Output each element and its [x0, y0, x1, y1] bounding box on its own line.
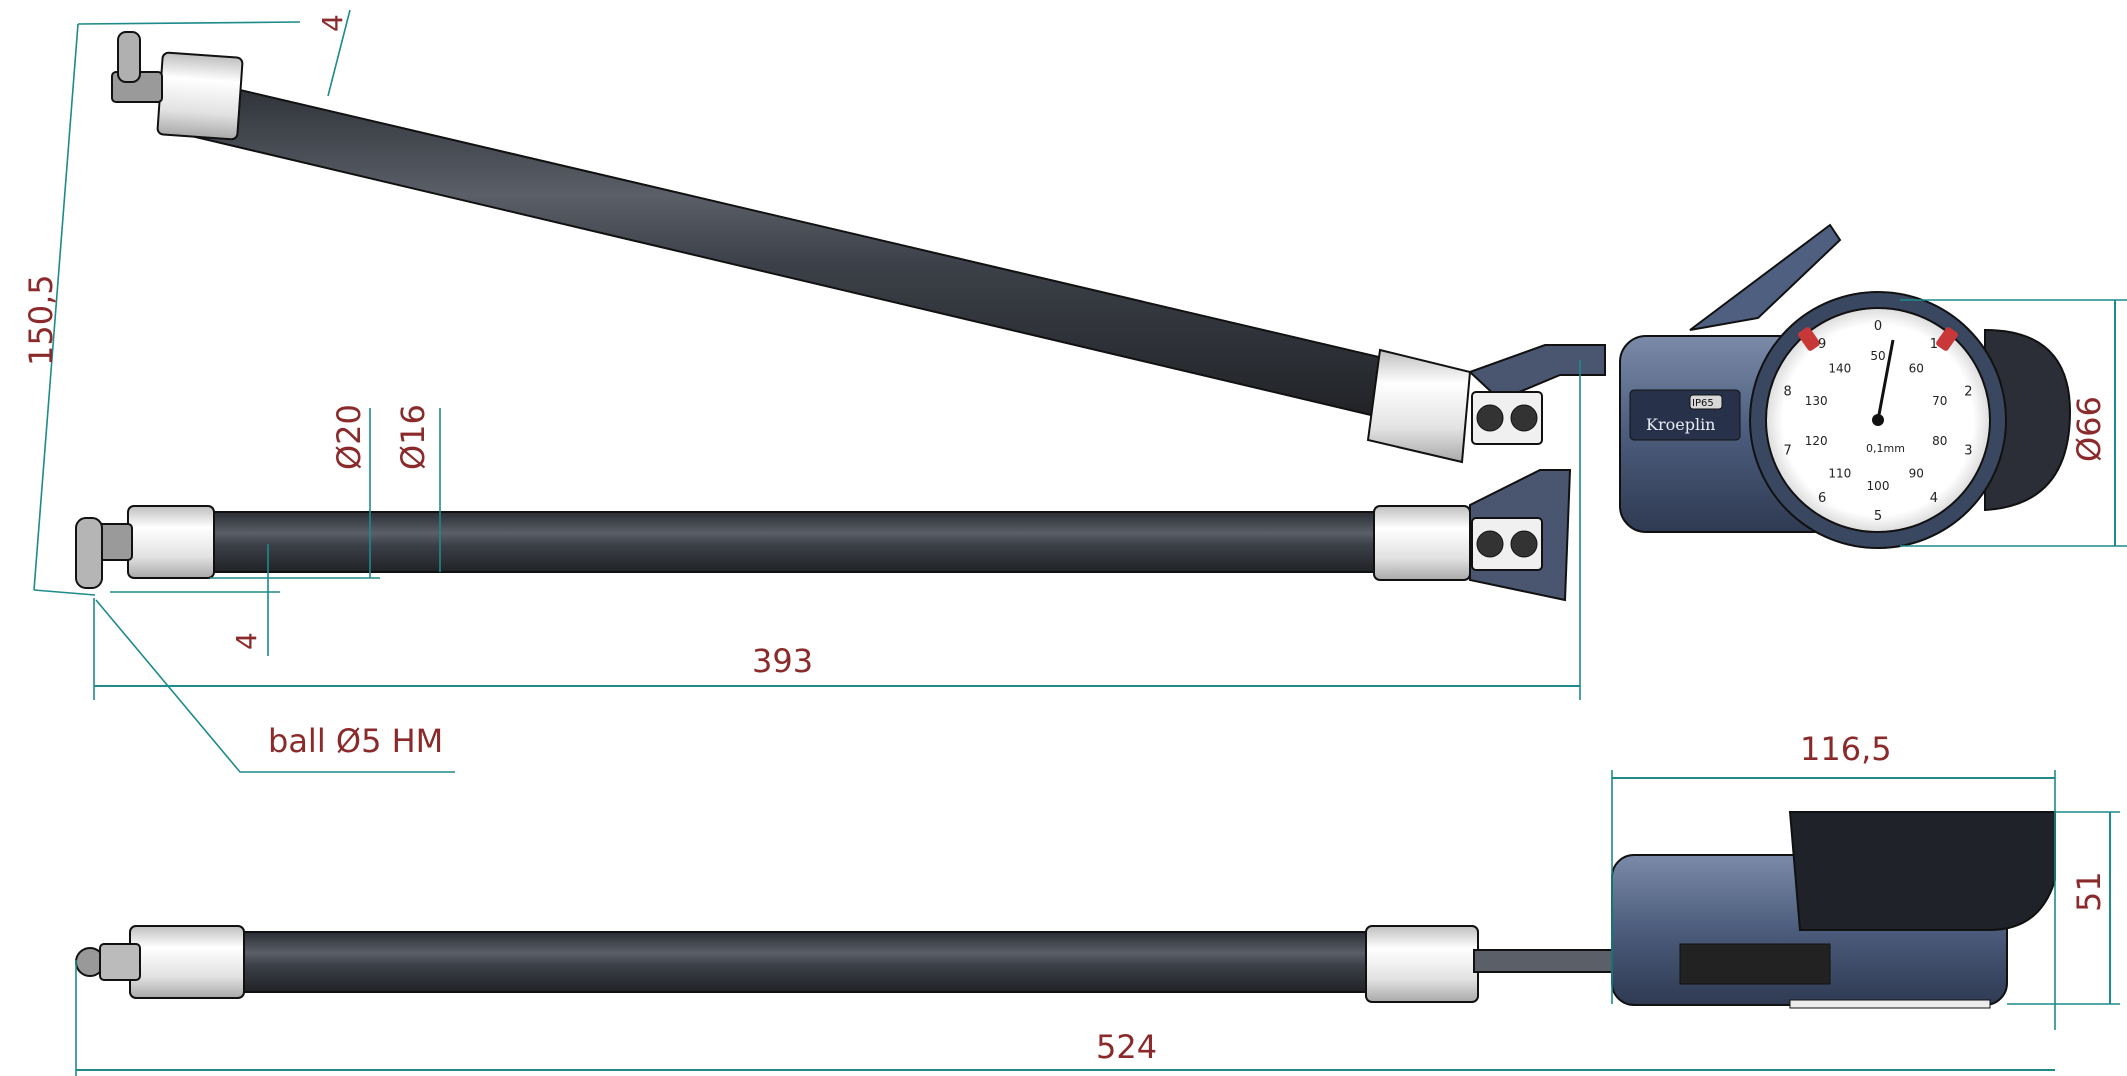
dial-brand: Kroeplin [1646, 415, 1715, 434]
arm-brackets [1468, 344, 1606, 602]
dim-dial-dia: Ø66 [2070, 396, 2108, 462]
dim-height-head: 51 [2070, 871, 2108, 912]
dial-inner-number: 70 [1932, 394, 1947, 408]
dial-inner-number: 110 [1828, 467, 1851, 481]
dial-outer-number: 0 [1874, 319, 1882, 334]
dial-gauge-body [1619, 223, 2072, 549]
dial-inner-number: 120 [1805, 434, 1828, 448]
side-view [75, 811, 2056, 1009]
lower-arm [75, 505, 1471, 589]
dial-ip-badge: IP65 [1692, 398, 1714, 409]
dial-outer-number: 1 [1930, 337, 1938, 352]
dim-height-span: 150,5 [22, 274, 60, 366]
dimension-lines [33, 9, 2127, 1076]
dim-ball: ball Ø5 HM [268, 722, 443, 760]
dial-scale-numbers: 0 1 2 3 4 5 6 7 8 9 50 60 70 80 90 100 110 120 130 140 [1784, 319, 1973, 524]
dial-inner-number: 50 [1870, 349, 1885, 363]
dial-inner-number: 60 [1909, 361, 1924, 375]
dim-dia-outer: Ø20 [330, 404, 368, 470]
dial-inner-number: 90 [1909, 467, 1924, 481]
dial-outer-number: 3 [1964, 443, 1972, 458]
dial-outer-number: 4 [1930, 491, 1938, 506]
dial-inner-number: 100 [1867, 479, 1890, 493]
dim-tip-thickness-bottom: 4 [230, 632, 263, 650]
dial-inner-number: 130 [1805, 394, 1828, 408]
dim-dia-inner: Ø16 [394, 404, 432, 470]
upper-arm [111, 31, 1472, 464]
dial-inner-number: 140 [1828, 361, 1851, 375]
dial-unit: 0,1mm [1866, 442, 1905, 455]
dim-length-arm: 393 [752, 642, 813, 680]
dial-outer-number: 5 [1874, 509, 1882, 524]
dial-outer-number: 2 [1964, 385, 1972, 400]
dim-tip-thickness-top: 4 [316, 14, 349, 32]
dial-outer-number: 7 [1784, 443, 1792, 458]
dim-width-head: 116,5 [1800, 730, 1892, 768]
dim-length-total: 524 [1096, 1028, 1157, 1066]
dial-outer-number: 6 [1818, 491, 1826, 506]
dial-outer-number: 8 [1784, 385, 1792, 400]
dial-outer-number: 9 [1818, 337, 1826, 352]
dial-inner-number: 80 [1932, 434, 1947, 448]
